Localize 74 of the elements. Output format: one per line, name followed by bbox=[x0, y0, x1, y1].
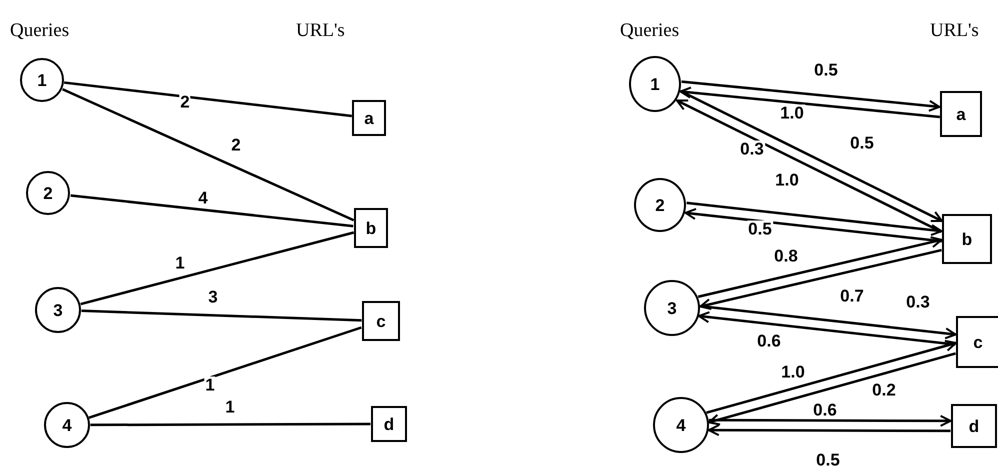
node-label: 1 bbox=[650, 76, 660, 92]
arrow bbox=[686, 202, 942, 236]
edge-label: 1 bbox=[204, 376, 216, 394]
node-label: 2 bbox=[655, 196, 665, 214]
query-circle bbox=[35, 287, 81, 333]
edge-label: 0.8 bbox=[773, 248, 799, 264]
query-circle bbox=[20, 58, 64, 102]
arrow bbox=[708, 414, 952, 427]
edge-label: 0.3 bbox=[905, 294, 931, 310]
column-heading: Queries bbox=[10, 20, 70, 42]
edge-label: 3 bbox=[207, 288, 219, 306]
arrow bbox=[708, 352, 956, 426]
connector-line bbox=[62, 88, 354, 222]
edge-label: 0.5 bbox=[813, 62, 839, 78]
arrow bbox=[680, 90, 943, 222]
url-box bbox=[940, 91, 982, 137]
node-label: 3 bbox=[667, 300, 677, 316]
node-label: 4 bbox=[676, 416, 686, 434]
edge-label: 1.0 bbox=[779, 104, 805, 122]
query-circle bbox=[44, 402, 90, 448]
node-label: 1 bbox=[37, 72, 47, 88]
edge-label: 0.5 bbox=[747, 220, 773, 238]
connector-line bbox=[81, 310, 362, 322]
column-heading: URL's bbox=[930, 20, 979, 42]
node-label: b bbox=[366, 220, 376, 236]
connector-line bbox=[90, 422, 370, 426]
connector-line bbox=[70, 194, 354, 228]
edge-label: 0.6 bbox=[812, 402, 838, 418]
url-box bbox=[352, 100, 386, 136]
edge-label: 0.2 bbox=[871, 382, 897, 398]
edge-label: 0.7 bbox=[839, 288, 865, 304]
connector-line bbox=[88, 326, 362, 419]
arrow bbox=[676, 99, 942, 233]
node-label: 4 bbox=[62, 416, 72, 434]
node-label: d bbox=[384, 416, 394, 432]
node-label: b bbox=[962, 230, 972, 248]
column-heading: Queries bbox=[620, 20, 680, 42]
edge-label: 0.5 bbox=[849, 134, 875, 152]
edge-label: 1.0 bbox=[774, 172, 800, 188]
arrow bbox=[700, 304, 957, 340]
arrow bbox=[706, 340, 957, 414]
connector-line bbox=[64, 81, 352, 118]
column-heading: URL's bbox=[296, 20, 345, 42]
edge-label: 4 bbox=[197, 190, 209, 206]
edge-label: 0.3 bbox=[739, 140, 765, 158]
edge-label: 1 bbox=[174, 254, 186, 272]
node-label: c bbox=[376, 312, 386, 330]
arrow bbox=[680, 86, 940, 118]
node-label: 3 bbox=[53, 302, 63, 318]
node-label: a bbox=[956, 106, 966, 122]
node-label: c bbox=[973, 334, 983, 350]
node-label: 2 bbox=[43, 184, 53, 202]
url-box bbox=[362, 301, 400, 341]
edge-label: 2 bbox=[179, 94, 191, 110]
edge-label: 1.0 bbox=[780, 364, 806, 380]
edge-label: 1 bbox=[224, 398, 236, 416]
node-label: d bbox=[968, 418, 980, 434]
url-box bbox=[956, 316, 998, 368]
edge-label: 0.5 bbox=[815, 452, 841, 468]
arrow bbox=[684, 208, 942, 242]
url-box bbox=[354, 208, 388, 248]
edge-label: 2 bbox=[230, 136, 242, 154]
arrow bbox=[698, 236, 943, 298]
edge-label: 0.6 bbox=[756, 332, 782, 350]
url-box bbox=[942, 214, 992, 264]
url-box bbox=[371, 406, 407, 442]
node-label: a bbox=[364, 110, 374, 126]
url-box bbox=[951, 404, 997, 448]
query-circle bbox=[26, 171, 70, 215]
query-circle bbox=[634, 178, 686, 232]
arrow bbox=[708, 424, 951, 436]
connector-line bbox=[80, 231, 354, 306]
arrow bbox=[681, 80, 940, 112]
arrow bbox=[699, 248, 942, 310]
